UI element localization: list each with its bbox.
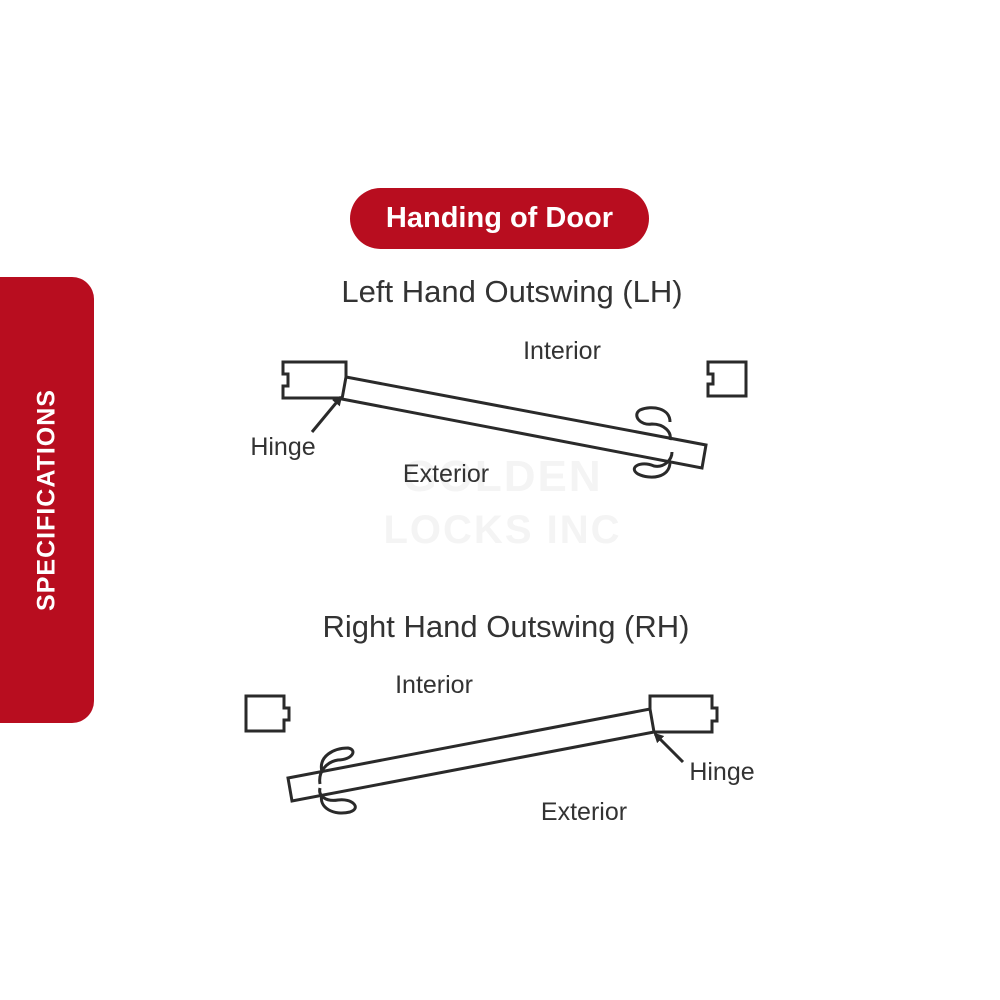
rh-door-leaf (286, 707, 656, 803)
watermark-line-2: LOCKS INC (383, 508, 622, 552)
rh-exterior-label: Exterior (541, 798, 627, 826)
rh-hinge-arrow-icon (653, 732, 685, 764)
lh-hinge-arrow-icon (310, 395, 343, 433)
lh-interior-label: Interior (523, 337, 601, 365)
rh-heading: Right Hand Outswing (RH) (323, 609, 690, 644)
lh-heading: Left Hand Outswing (LH) (341, 274, 682, 309)
rh-exterior-lever-icon (318, 787, 357, 815)
specifications-tab (0, 277, 94, 723)
lh-hinge-label: Hinge (250, 433, 315, 461)
lh-door-leaf (340, 375, 708, 470)
lh-interior-lever-icon (635, 406, 672, 441)
lh-exterior-label: Exterior (403, 460, 489, 488)
rh-hinge-label: Hinge (689, 758, 754, 786)
lh-exterior-lever-icon (632, 451, 674, 479)
lh-hinge-jamb (281, 360, 348, 400)
rh-hinge-jamb (648, 694, 719, 734)
rh-interior-label: Interior (395, 671, 473, 699)
rh-latch-jamb (244, 694, 291, 733)
rh-interior-lever-icon (318, 746, 355, 785)
left-hand-outswing-diagram: Left Hand Outswing (LH) Interior Exterio… (250, 274, 748, 488)
right-hand-outswing-diagram: Right Hand Outswing (RH) Interior Exteri… (244, 609, 755, 826)
page-title: Handing of Door (350, 188, 649, 249)
lh-latch-jamb (706, 360, 748, 398)
watermark-line-1: GOLDEN (402, 452, 603, 501)
